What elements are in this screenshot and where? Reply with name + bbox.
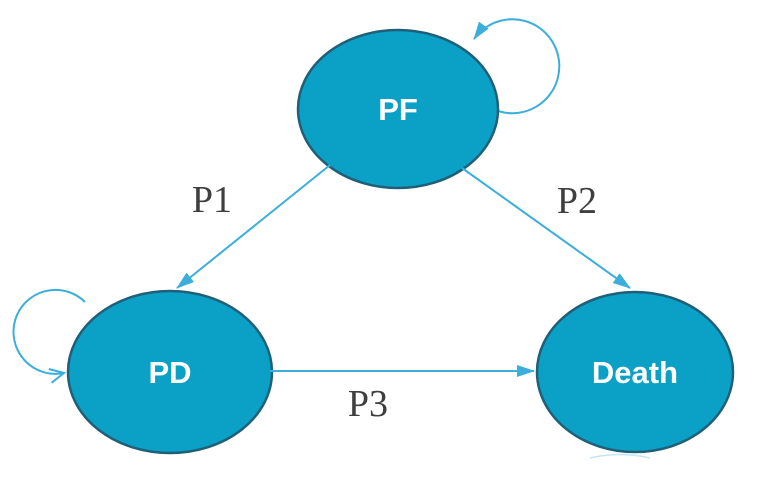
state-labels-layer: PF PD Death [148, 92, 678, 390]
self-loop-death-cropped-arc [589, 453, 651, 459]
state-death-label: Death [592, 355, 678, 390]
transition-pf-to-pd-arrow [176, 164, 331, 289]
self-loops-layer [12, 18, 561, 384]
self-loop-pf-arrow [473, 18, 561, 115]
states-layer [66, 28, 735, 455]
state-pf-ellipse [296, 28, 500, 190]
transition-p2-label: P2 [557, 180, 597, 222]
self-loop-pd-arrow [12, 288, 86, 384]
transition-p1-label: P1 [192, 179, 232, 221]
transition-p3-label: P3 [348, 383, 388, 425]
state-death-ellipse [535, 290, 735, 454]
transitions-layer [176, 164, 631, 377]
transition-labels-layer: P1 P2 P3 [192, 179, 597, 425]
transition-pf-to-death-arrow [461, 167, 631, 289]
state-pd-label: PD [148, 355, 191, 390]
state-pf-label: PF [378, 92, 418, 127]
